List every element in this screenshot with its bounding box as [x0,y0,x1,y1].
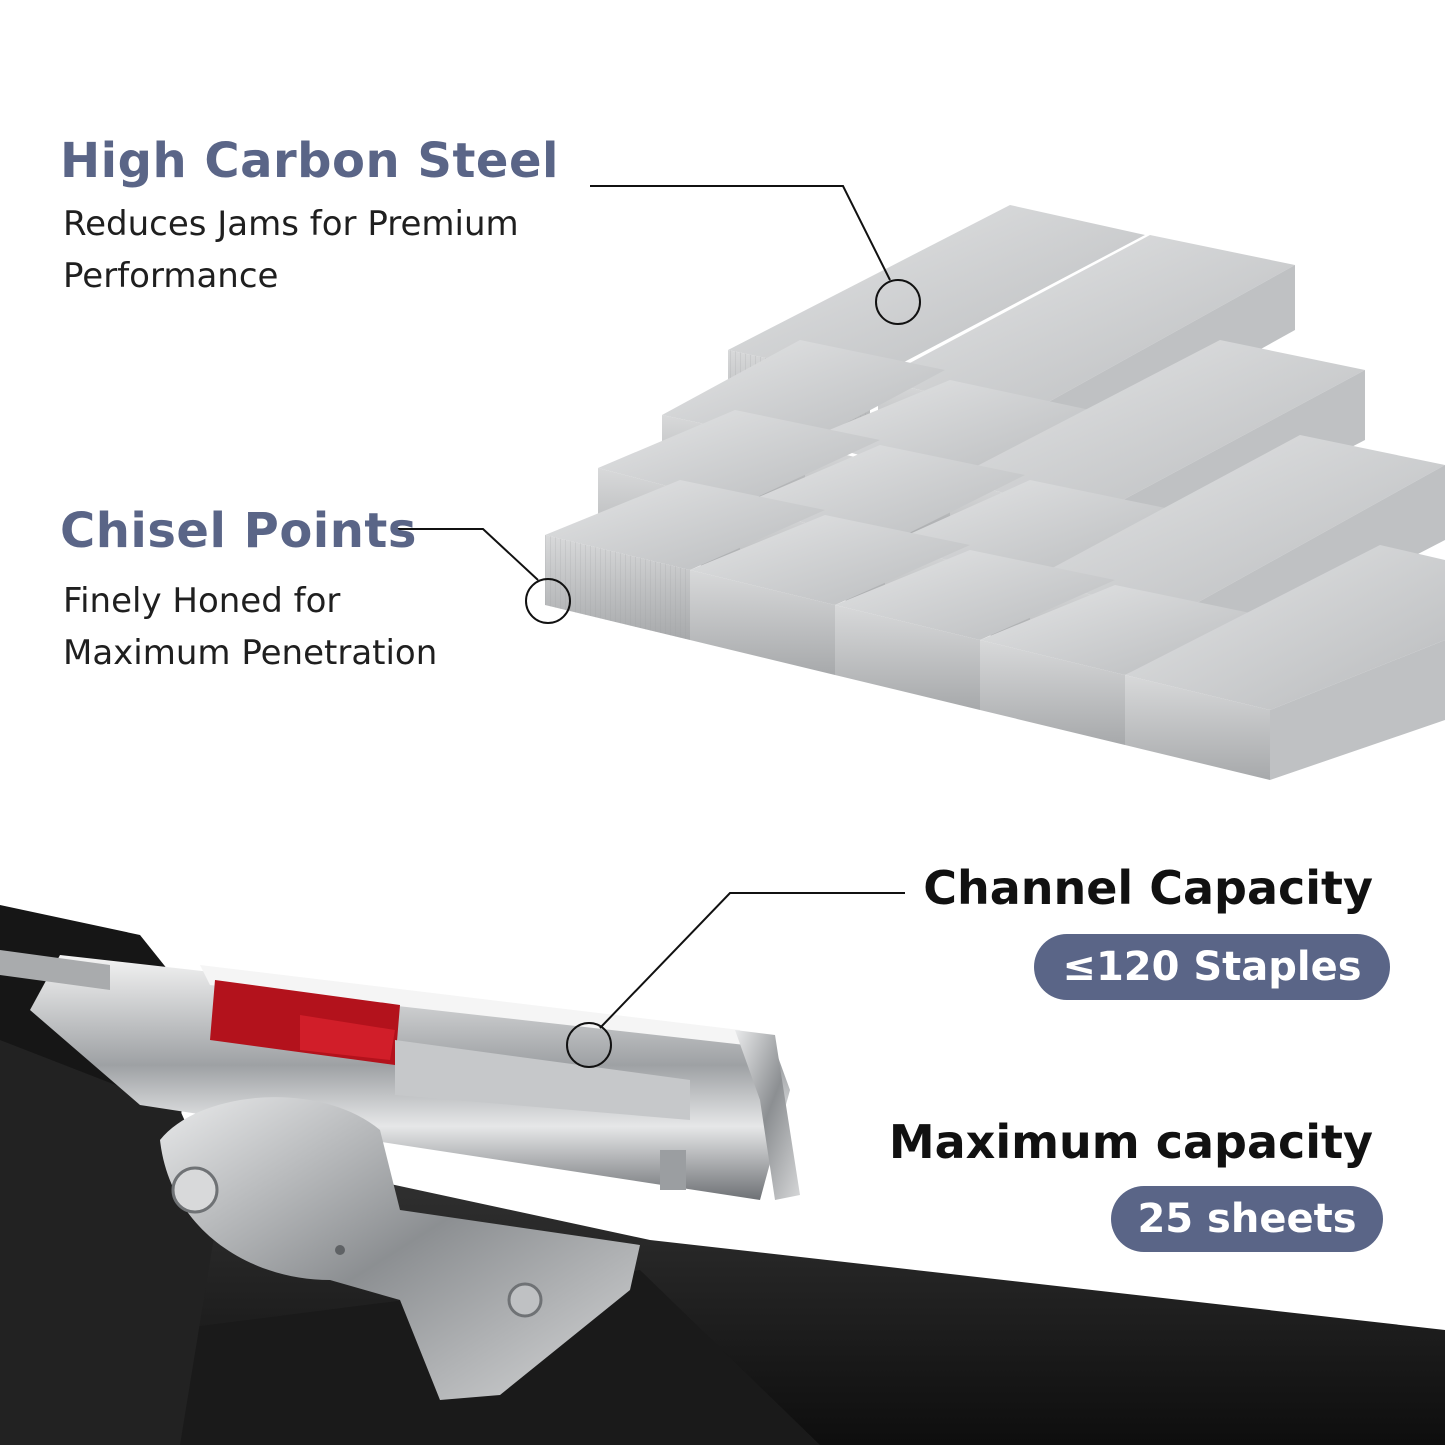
carbon-steel-title: High Carbon Steel [60,133,559,189]
chisel-points-leader-line [395,528,539,581]
chisel-points-marker [525,578,571,624]
carbon-steel-marker [875,279,921,325]
staples-illustration [545,205,1445,780]
maximum-capacity-title: Maximum capacity [888,1115,1373,1169]
chisel-points-description-line1: Finely Honed for [63,581,341,621]
channel-capacity-marker [566,1022,612,1068]
maximum-capacity-value-badge: 25 sheets [1111,1186,1383,1252]
carbon-steel-description-line1: Reduces Jams for Premium [63,204,519,244]
chisel-points-title: Chisel Points [60,503,417,559]
channel-capacity-leader-line [599,892,905,1029]
chisel-points-description-line2: Maximum Penetration [63,633,438,673]
carbon-steel-description-line2: Performance [63,256,279,296]
carbon-steel-leader-line [590,185,891,281]
stapler [0,905,1445,1445]
channel-capacity-value-badge: ≤120 Staples [1034,934,1390,1000]
staple-strips [545,205,1445,780]
channel-capacity-title: Channel Capacity [923,861,1373,915]
